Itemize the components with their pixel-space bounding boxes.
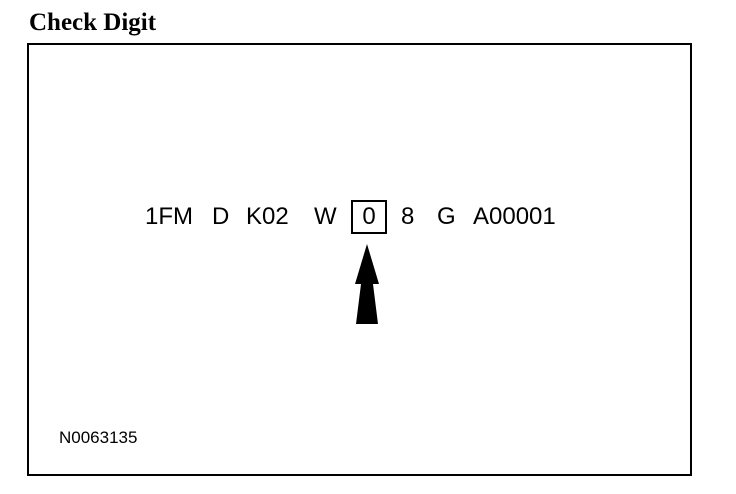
diagram-frame (27, 43, 692, 476)
vin-segment-line-series-body: K02 (246, 203, 289, 230)
vin-segment-restraint: D (212, 203, 230, 230)
arrow-up-icon (355, 244, 379, 324)
page-title: Check Digit (29, 9, 157, 36)
vin-segment-wmi: 1FM (145, 203, 193, 230)
vin-segment-assembly-plant: G (437, 203, 456, 230)
vin-segment-engine: W (314, 203, 337, 230)
vin-number: 1FM D K02 W 0 8 G A00001 (0, 200, 736, 234)
vin-segment-model-year: 8 (401, 203, 415, 230)
figure-id: N0063135 (59, 428, 138, 447)
vin-segment-check-digit: 0 (351, 200, 387, 234)
vin-segment-serial-number: A00001 (473, 203, 556, 230)
